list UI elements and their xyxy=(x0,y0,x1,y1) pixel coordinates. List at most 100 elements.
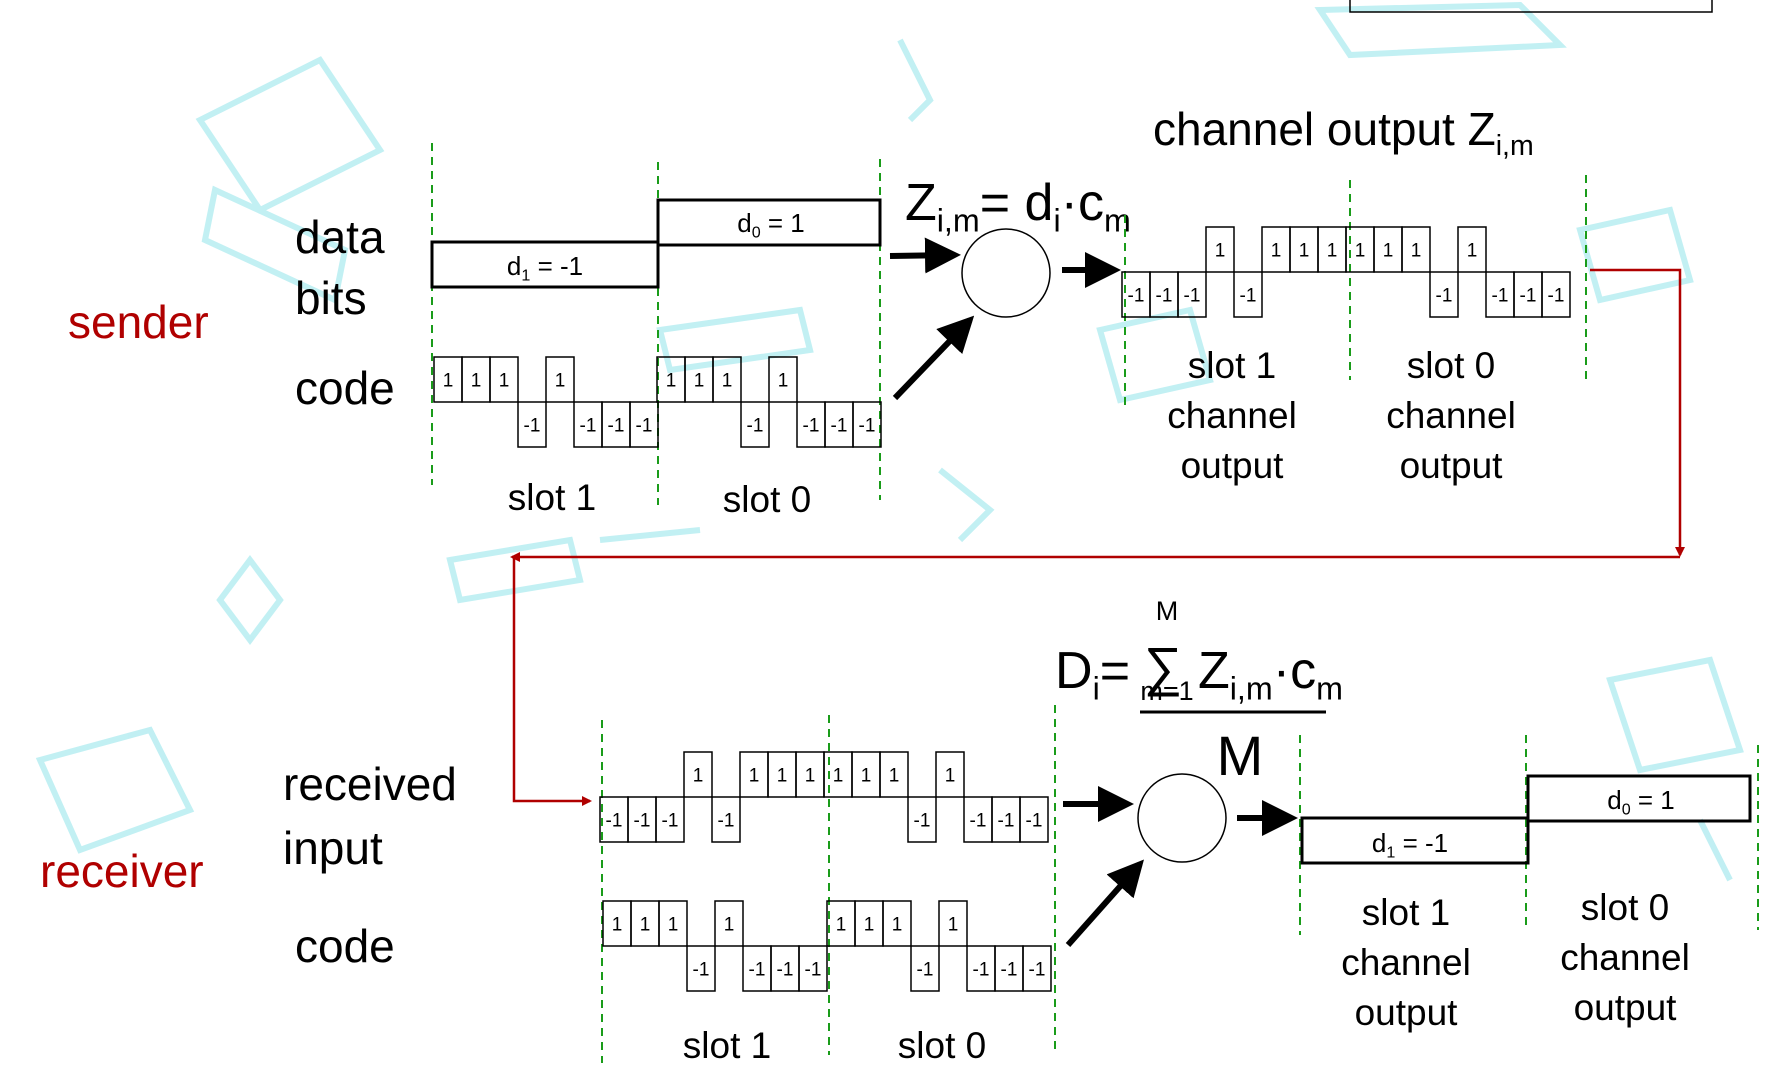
chip-value: 1 xyxy=(836,915,847,936)
chip-value: 1 xyxy=(694,371,705,392)
bits-label: bits xyxy=(295,272,367,324)
sender-code-slot0: 111-11-1-1-1 xyxy=(657,357,881,447)
code-to-mixer-arrow xyxy=(895,320,970,398)
channel-output-caption-slot0: output xyxy=(1400,445,1504,486)
encode-formula-part: Z xyxy=(905,174,937,232)
chip-value: -1 xyxy=(749,960,766,981)
sender-code-slot1: 111-11-1-1-1 xyxy=(434,357,658,447)
channel-output-caption-slot0: slot 0 xyxy=(1407,345,1495,386)
input-label: input xyxy=(283,822,383,874)
chip-value: -1 xyxy=(1240,286,1257,307)
channel-output-title-part: i,m xyxy=(1496,130,1534,162)
chip-value: -1 xyxy=(973,960,990,981)
channel-output-wave: -1-1-11-1111111-11-1-1-1 xyxy=(1122,227,1570,317)
chip-value: 1 xyxy=(666,371,677,392)
chip-value: 1 xyxy=(833,766,844,787)
decode-formula-rhs-part: c xyxy=(1290,642,1316,700)
chip-value: -1 xyxy=(662,811,679,832)
receiver-slot0-label: slot 0 xyxy=(898,1025,986,1063)
chip-value: -1 xyxy=(580,416,597,437)
chip-value: 1 xyxy=(805,766,816,787)
chip-value: 1 xyxy=(499,371,510,392)
decoded-caption-slot1: output xyxy=(1355,992,1459,1033)
channel-output-title-part: channel output Z xyxy=(1153,103,1496,155)
chip-value: 1 xyxy=(443,371,454,392)
chip-value: -1 xyxy=(998,811,1015,832)
chip-value: -1 xyxy=(1184,286,1201,307)
d1-label-part: d xyxy=(507,251,521,281)
encode-formula-part: m xyxy=(1104,202,1131,238)
chip-value: -1 xyxy=(636,416,653,437)
d0-label-part: 0 xyxy=(752,224,761,242)
receiver-mixer-circle xyxy=(1138,774,1226,862)
chip-value: 1 xyxy=(724,915,735,936)
chip-value: 1 xyxy=(1271,241,1282,262)
code-label: code xyxy=(295,362,395,414)
chip-value: 1 xyxy=(471,371,482,392)
decoded-caption-slot1: channel xyxy=(1341,942,1471,983)
decoded-d0-label-part: 0 xyxy=(1622,801,1631,819)
decode-formula-lhs-part: i xyxy=(1093,670,1100,706)
decode-formula-rhs-part: · xyxy=(1273,642,1290,700)
chip-value: -1 xyxy=(1128,286,1145,307)
chip-value: 1 xyxy=(892,915,903,936)
chip-value: -1 xyxy=(524,416,541,437)
chip-value: 1 xyxy=(612,915,623,936)
sum-upper-limit: M xyxy=(1156,596,1179,626)
chip-value: 1 xyxy=(1355,241,1366,262)
channel-output-title: channel output Zi,m xyxy=(1153,103,1534,162)
encode-formula-part: · xyxy=(1061,174,1078,232)
data-to-mixer-arrow xyxy=(890,255,955,256)
chip-value: -1 xyxy=(1436,286,1453,307)
chip-value: 1 xyxy=(749,766,760,787)
chip-value: -1 xyxy=(803,416,820,437)
decode-formula-lhs: Di= xyxy=(1055,642,1130,706)
chip-value: 1 xyxy=(668,915,679,936)
chip-value: 1 xyxy=(889,766,900,787)
chip-value: -1 xyxy=(859,416,876,437)
decoded-caption-slot1: slot 1 xyxy=(1362,892,1450,933)
channel-output-caption-slot1: channel xyxy=(1167,395,1297,436)
d0-label: d0 = 1 xyxy=(737,208,805,242)
encode-formula: Zi,m= di·cm xyxy=(905,174,1131,238)
chip-value: -1 xyxy=(1001,960,1018,981)
d1-label-part: = -1 xyxy=(530,251,583,281)
slot0-label: slot 0 xyxy=(723,479,811,520)
chip-value: -1 xyxy=(917,960,934,981)
chip-value: 1 xyxy=(1383,241,1394,262)
chip-value: 1 xyxy=(1299,241,1310,262)
chip-value: 1 xyxy=(778,371,789,392)
decoded-d1-label-part: = -1 xyxy=(1395,828,1448,858)
sender-mixer-circle xyxy=(962,229,1050,317)
chip-value: -1 xyxy=(914,811,931,832)
chip-value: -1 xyxy=(1548,286,1565,307)
chip-value: -1 xyxy=(1520,286,1537,307)
decoded-caption-slot0: slot 0 xyxy=(1581,887,1669,928)
decode-formula-rhs-part: i,m xyxy=(1230,670,1273,706)
decoded-d1-label-part: d xyxy=(1372,828,1386,858)
d0-label-part: d xyxy=(737,208,751,238)
channel-output-caption-slot1: output xyxy=(1181,445,1285,486)
chip-value: 1 xyxy=(864,915,875,936)
receiver-slot1-label: slot 1 xyxy=(683,1025,771,1063)
chip-value: 1 xyxy=(640,915,651,936)
chip-value: -1 xyxy=(1026,811,1043,832)
chip-value: -1 xyxy=(1156,286,1173,307)
chip-value: 1 xyxy=(693,766,704,787)
d1-label: d1 = -1 xyxy=(507,251,583,285)
red-route-down xyxy=(514,557,590,801)
chip-value: 1 xyxy=(861,766,872,787)
decode-formula-rhs: Zi,m·cm xyxy=(1198,642,1343,706)
decoded-d0-label-part: = 1 xyxy=(1631,785,1675,815)
d0-label-part: = 1 xyxy=(761,208,805,238)
chip-value: 1 xyxy=(948,915,959,936)
decoded-d1-label: d1 = -1 xyxy=(1372,828,1448,862)
chip-value: 1 xyxy=(1467,241,1478,262)
encode-formula-part: i xyxy=(1053,202,1060,238)
encode-formula-part: i,m xyxy=(937,202,980,238)
received-label: received xyxy=(283,758,457,810)
sum-lower-limit: m=1 xyxy=(1140,676,1193,706)
